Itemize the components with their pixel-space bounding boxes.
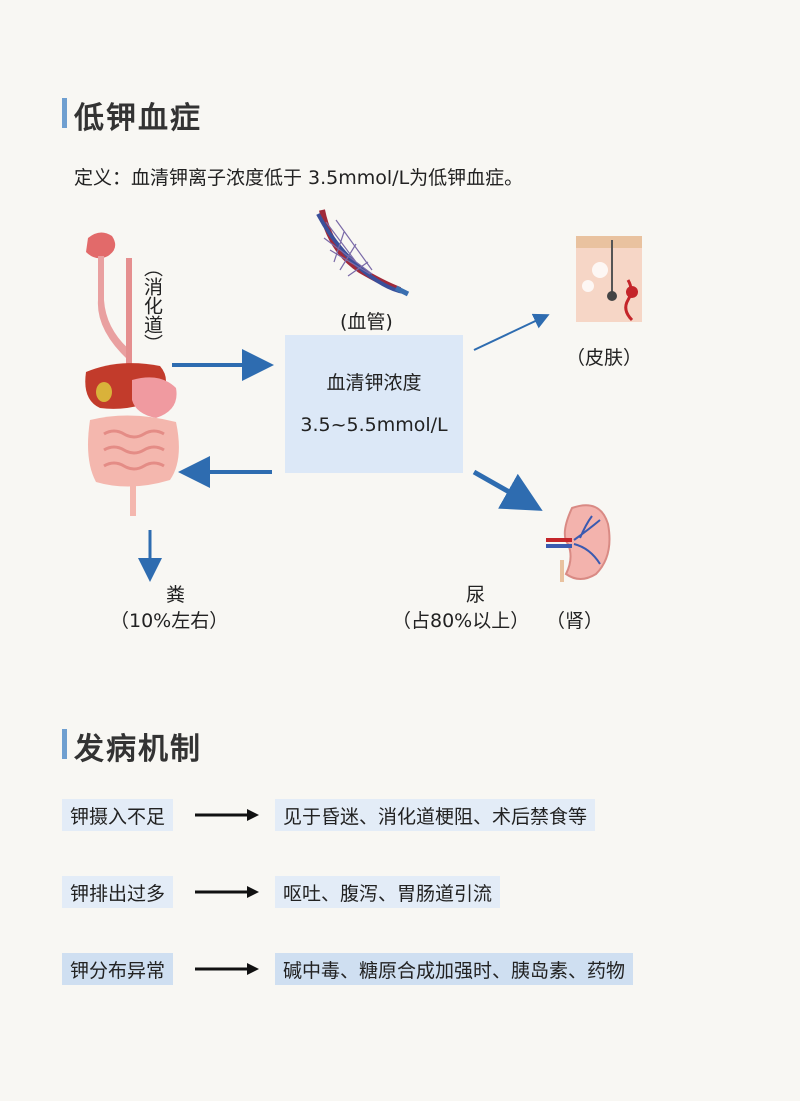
feces-label: 粪 [166, 584, 186, 606]
definition-text: 定义：血清钾离子浓度低于 3.5mmol/L为低钾血症。 [74, 167, 524, 189]
mechanism-cause: 钾分布异常 [62, 953, 174, 985]
mechanism-effect: 呕吐、腹泻、胃肠道引流 [275, 876, 501, 908]
section-title-hypokalemia: 低钾血症 [74, 101, 202, 136]
skin-label: （皮肤） [566, 347, 643, 369]
mechanism-row-distribution: 钾分布异常 碱中毒、糖原合成加强时、胰岛素、药物 [62, 953, 634, 985]
arrow-blood-to-kidney [472, 469, 543, 511]
mechanism-row-excretion: 钾排出过多 呕吐、腹泻、胃肠道引流 [62, 876, 501, 908]
mechanism-effect: 碱中毒、糖原合成加强时、胰岛素、药物 [275, 953, 634, 985]
urine-label: 尿 [466, 584, 486, 606]
serum-potassium-box: 血清钾浓度 3.5~5.5mmol/L [285, 335, 463, 473]
digestive-system-icon [85, 232, 179, 516]
right-arrow-icon [191, 953, 263, 985]
mechanism-cause: 钾排出过多 [62, 876, 174, 908]
arrow-blood-to-skin [473, 313, 550, 351]
mechanism-cause: 钾摄入不足 [62, 799, 174, 831]
kidney-icon [546, 504, 611, 582]
section-title-mechanism: 发病机制 [74, 732, 202, 767]
section-marker [62, 98, 67, 128]
right-arrow-icon [191, 876, 263, 908]
right-arrow-icon [191, 799, 263, 831]
feces-percentage: （10%左右） [110, 610, 229, 632]
section-marker [62, 729, 67, 759]
mechanism-effect: 见于昏迷、消化道梗阻、术后禁食等 [275, 799, 596, 831]
vessel-label: (血管) [340, 311, 393, 333]
serum-potassium-range: 3.5~5.5mmol/L [300, 414, 448, 436]
serum-potassium-title: 血清钾浓度 [326, 372, 422, 394]
kidney-label: （肾） [546, 610, 604, 632]
urine-percentage: （占80%以上） [392, 610, 530, 632]
blood-vessel-icon [316, 209, 410, 297]
digestive-label: （消化道） [141, 258, 163, 353]
skin-icon [576, 236, 642, 322]
mechanism-row-intake: 钾摄入不足 见于昏迷、消化道梗阻、术后禁食等 [62, 799, 596, 831]
